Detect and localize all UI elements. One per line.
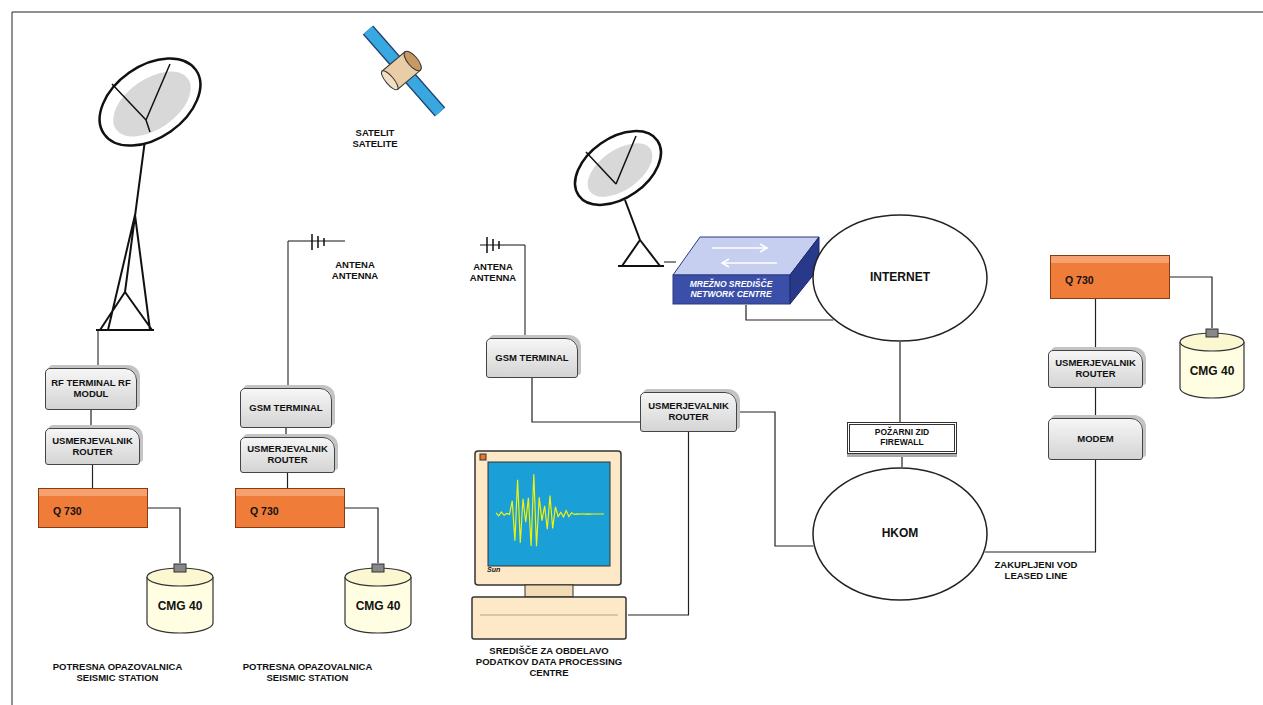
text-wrap: RF TERMINAL RF MODUL bbox=[50, 378, 132, 400]
device-box: USMERJEVALNIK ROUTER bbox=[240, 437, 335, 473]
workstation: SREDIŠČE ZA OBDELAVO PODATKOV DATA PROCE… bbox=[470, 450, 628, 700]
text-wrap: USMERJEVALNIK ROUTER bbox=[645, 401, 732, 423]
network-switch: MREŽNO SREDIŠČE NETWORK CENTRE bbox=[672, 236, 820, 305]
node-text: Q 730 bbox=[1065, 274, 1094, 286]
node-text: USMERJEVALNIK ROUTER bbox=[645, 401, 732, 423]
caption-label: POTRESNA OPAZOVALNICA SEISMIC STATION bbox=[230, 662, 385, 684]
seismometer-cylinder: CMG 40 bbox=[1178, 328, 1246, 402]
frame bbox=[12, 12, 1263, 705]
network-link bbox=[901, 454, 902, 467]
text-wrap: HKOM bbox=[882, 527, 919, 541]
network-link bbox=[92, 465, 93, 488]
node-text: Q 730 bbox=[53, 505, 82, 517]
network-ellipse: HKOM bbox=[812, 467, 988, 601]
device-box: GSM TERMINAL bbox=[486, 338, 578, 378]
text-wrap: USMERJEVALNIK ROUTER bbox=[1053, 358, 1138, 380]
node-text: RF TERMINAL RF MODUL bbox=[50, 378, 132, 400]
text-wrap: Q 730 bbox=[1065, 274, 1094, 286]
node-text: CMG 40 bbox=[158, 600, 203, 614]
node-text: POŽARNI ZID FIREWALL bbox=[854, 428, 950, 448]
node-text: SREDIŠČE ZA OBDELAVO PODATKOV DATA PROCE… bbox=[474, 646, 624, 679]
caption-label: ANTENA ANTENNA bbox=[322, 260, 388, 282]
device-box: MODEM bbox=[1048, 418, 1143, 460]
network-link bbox=[285, 428, 286, 437]
text-wrap: Q 730 bbox=[250, 505, 279, 517]
device-box: USMERJEVALNIK ROUTER bbox=[1048, 350, 1143, 388]
caption-label: POTRESNA OPAZOVALNICA SEISMIC STATION bbox=[40, 662, 195, 684]
node-text: GSM TERMINAL bbox=[249, 403, 322, 414]
node-text: CMG 40 bbox=[356, 600, 401, 614]
brand-mark: Sun bbox=[487, 566, 507, 574]
text-wrap: Q 730 bbox=[53, 505, 82, 517]
network-link bbox=[628, 432, 689, 615]
node-text: HKOM bbox=[882, 527, 919, 541]
node-text: USMERJEVALNIK ROUTER bbox=[1053, 358, 1138, 380]
text-wrap: POŽARNI ZID FIREWALL bbox=[854, 428, 950, 448]
text-wrap: GSM TERMINAL bbox=[495, 353, 568, 364]
node-text: USMERJEVALNIK ROUTER bbox=[245, 444, 330, 466]
antenna bbox=[288, 234, 345, 388]
node-text: MODEM bbox=[1077, 434, 1113, 445]
network-link bbox=[737, 412, 813, 546]
firewall-box: POŽARNI ZID FIREWALL bbox=[847, 422, 957, 454]
text-wrap: CMG 40 bbox=[158, 586, 203, 614]
node-text: USMERJEVALNIK ROUTER bbox=[50, 436, 135, 458]
digitizer-box: Q 730 bbox=[1050, 255, 1170, 299]
network-link bbox=[746, 305, 834, 320]
text-wrap: USMERJEVALNIK ROUTER bbox=[245, 444, 330, 466]
network-link bbox=[345, 508, 378, 563]
text-wrap: CMG 40 bbox=[356, 586, 401, 614]
text-wrap: USMERJEVALNIK ROUTER bbox=[50, 436, 135, 458]
network-link bbox=[985, 460, 1096, 552]
antenna bbox=[480, 237, 525, 338]
node-text: MREŽNO SREDIŠČE NETWORK CENTRE bbox=[672, 280, 790, 300]
network-link bbox=[1095, 299, 1096, 350]
caption-label: SATELIT SATELITE bbox=[340, 128, 410, 150]
satellite bbox=[368, 30, 440, 112]
seismometer-cylinder: CMG 40 bbox=[343, 563, 413, 637]
device-box: RF TERMINAL RF MODUL bbox=[45, 368, 137, 410]
device-box: GSM TERMINAL bbox=[240, 388, 332, 428]
node-text: Q 730 bbox=[250, 505, 279, 517]
caption-label: ANTENA ANTENNA bbox=[460, 262, 526, 284]
text-wrap: SREDIŠČE ZA OBDELAVO PODATKOV DATA PROCE… bbox=[470, 646, 628, 679]
seismometer-cylinder: CMG 40 bbox=[145, 563, 215, 637]
digitizer-box: Q 730 bbox=[38, 488, 148, 528]
text-wrap: INTERNET bbox=[870, 271, 930, 285]
digitizer-box: Q 730 bbox=[235, 488, 345, 528]
dish-antenna bbox=[83, 40, 216, 368]
link-label: ZAKUPLJENI VOD LEASED LINE bbox=[990, 560, 1082, 582]
text-wrap: CMG 40 bbox=[1190, 351, 1235, 379]
node-text: CMG 40 bbox=[1190, 365, 1235, 379]
dish-antenna bbox=[561, 116, 676, 266]
text-wrap: MODEM bbox=[1077, 434, 1113, 445]
network-link bbox=[148, 508, 180, 563]
network-link bbox=[90, 410, 91, 428]
device-box: USMERJEVALNIK ROUTER bbox=[640, 392, 737, 432]
node-text: INTERNET bbox=[870, 271, 930, 285]
network-link bbox=[1095, 388, 1096, 418]
network-link bbox=[532, 378, 640, 422]
network-ellipse: INTERNET bbox=[812, 214, 988, 342]
device-box: USMERJEVALNIK ROUTER bbox=[45, 428, 140, 465]
network-link bbox=[1170, 277, 1212, 328]
text-wrap: MREŽNO SREDIŠČE NETWORK CENTRE bbox=[672, 275, 790, 305]
network-link bbox=[287, 473, 288, 488]
text-wrap: GSM TERMINAL bbox=[249, 403, 322, 414]
node-text: GSM TERMINAL bbox=[495, 353, 568, 364]
network-link bbox=[899, 342, 900, 422]
